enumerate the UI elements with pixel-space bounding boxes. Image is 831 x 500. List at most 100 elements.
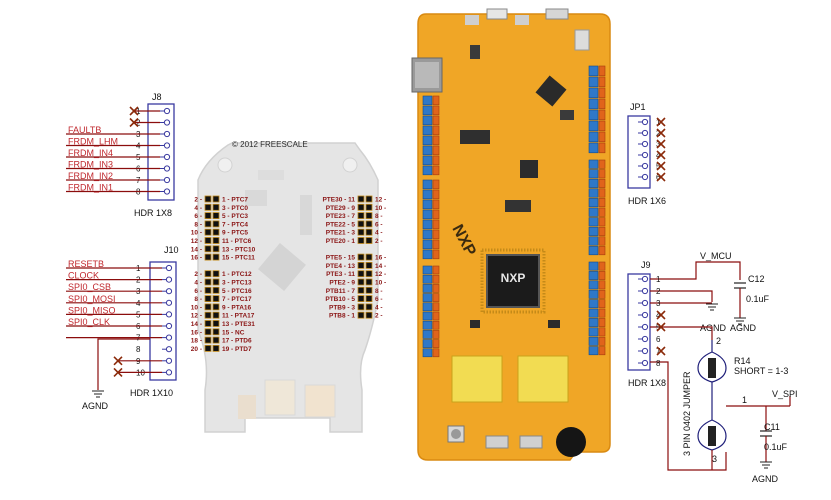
v-spi-label: V_SPI — [772, 389, 798, 399]
svg-text:2 -: 2 - — [375, 238, 383, 245]
pin-socket — [163, 176, 171, 184]
svg-text:16 -: 16 - — [191, 255, 202, 262]
board-header-strip — [588, 159, 606, 256]
svg-text:15 - NC: 15 - NC — [222, 329, 245, 336]
board-header-strip — [422, 179, 440, 260]
svg-text:16 -: 16 - — [191, 329, 202, 336]
pin-socket — [165, 276, 173, 283]
pin-socket — [163, 119, 171, 126]
pin-socket — [165, 288, 173, 295]
board-pin-row: 20 -19 - PTD7 — [191, 344, 252, 353]
pin-socket — [165, 299, 173, 306]
svg-text:2 -: 2 - — [194, 197, 202, 204]
svg-text:6 -: 6 - — [194, 213, 202, 220]
svg-text:6 -: 6 - — [375, 296, 383, 303]
svg-text:PTE30 - 11: PTE30 - 11 — [322, 197, 355, 204]
pin-socket — [165, 346, 173, 353]
board-pin-row: 16 - 15 - NC — [191, 328, 245, 336]
pin-number: 8 — [656, 359, 661, 368]
no-connect-mark — [113, 356, 123, 366]
svg-text:6 -: 6 - — [375, 221, 383, 228]
pin-number: 8 — [136, 345, 141, 354]
svg-text:11 - PTC6: 11 - PTC6 — [222, 238, 252, 245]
pin-socket — [163, 130, 171, 138]
signal-label: SPI0_CLK — [68, 317, 110, 327]
board-header-strip — [588, 261, 606, 356]
pin-number: 3 — [656, 299, 661, 308]
svg-text:PTB10 - 5: PTB10 - 5 — [325, 296, 355, 303]
board-header-strip — [422, 95, 440, 176]
svg-text:12 -: 12 - — [191, 313, 202, 320]
pin-socket — [165, 311, 173, 318]
c12-value: 0.1uF — [746, 294, 770, 304]
svg-text:8 -: 8 - — [375, 288, 383, 295]
mcu-logo: NXP — [501, 271, 526, 285]
no-connect-mark — [656, 322, 666, 332]
svg-text:18 -: 18 - — [191, 338, 202, 345]
svg-text:PTE22 - 5: PTE22 - 5 — [326, 221, 356, 228]
svg-text:PTB11 - 7: PTB11 - 7 — [326, 288, 356, 295]
signal-label: SPI0_CSB — [68, 282, 111, 292]
no-connect-mark — [113, 367, 123, 377]
svg-text:2 -: 2 - — [375, 313, 383, 320]
signal-label: CLOCK — [68, 271, 99, 281]
svg-text:4 -: 4 - — [375, 304, 383, 311]
svg-text:14 -: 14 - — [191, 321, 202, 328]
pin-socket — [165, 264, 173, 272]
no-connect-mark — [129, 117, 139, 128]
board-header-strip — [588, 65, 606, 154]
pin-socket — [641, 347, 649, 355]
pin-socket — [641, 287, 649, 295]
pin-socket — [163, 107, 171, 115]
r14-ref: R14 — [734, 356, 751, 366]
pin-socket — [641, 162, 649, 170]
svg-text:9 - PTC5: 9 - PTC5 — [222, 230, 248, 237]
pin-number: 1 — [656, 118, 661, 127]
svg-text:10 -: 10 - — [191, 304, 202, 311]
pin-number: 4 — [656, 151, 661, 160]
svg-text:10 -: 10 - — [375, 280, 386, 287]
no-connect-mark — [129, 106, 139, 116]
r14-jumper — [697, 340, 790, 470]
j9-gnd1-label: AGND — [700, 323, 727, 333]
signal-label: SPI0_MISO — [68, 305, 116, 315]
svg-text:3 - PTC0: 3 - PTC0 — [222, 205, 248, 212]
svg-text:PTE20 - 1: PTE20 - 1 — [326, 238, 356, 245]
jp1-ref: JP1 — [630, 102, 646, 112]
pin-number: 3 — [656, 140, 661, 149]
pin-socket — [641, 118, 649, 126]
pin-number: 7 — [656, 347, 661, 356]
signal-label: FRDM_IN4 — [68, 148, 113, 158]
pin-number: 5 — [656, 162, 661, 171]
svg-text:7 - PTC4: 7 - PTC4 — [222, 221, 248, 228]
svg-text:10 -: 10 - — [191, 230, 202, 237]
pin-socket — [641, 129, 649, 137]
svg-text:9 - PTA16: 9 - PTA16 — [222, 304, 252, 311]
pin-number: 2 — [656, 287, 661, 296]
svg-text:16 -: 16 - — [375, 255, 386, 262]
svg-text:5 - PTC16: 5 - PTC16 — [222, 288, 252, 295]
pin-socket — [641, 275, 649, 283]
svg-text:3 - PTC13: 3 - PTC13 — [222, 280, 252, 287]
svg-text:14 -: 14 - — [191, 246, 202, 253]
no-connect-mark — [656, 172, 666, 182]
svg-text:PTE4 - 13: PTE4 - 13 — [326, 263, 356, 270]
pin-number: 6 — [656, 173, 661, 182]
svg-text:2 -: 2 - — [194, 271, 202, 278]
no-connect-mark — [656, 139, 666, 149]
pin-socket — [641, 151, 649, 159]
pin-socket — [163, 188, 171, 195]
r14-pin1: 1 — [742, 395, 747, 405]
pin-socket — [163, 153, 171, 161]
